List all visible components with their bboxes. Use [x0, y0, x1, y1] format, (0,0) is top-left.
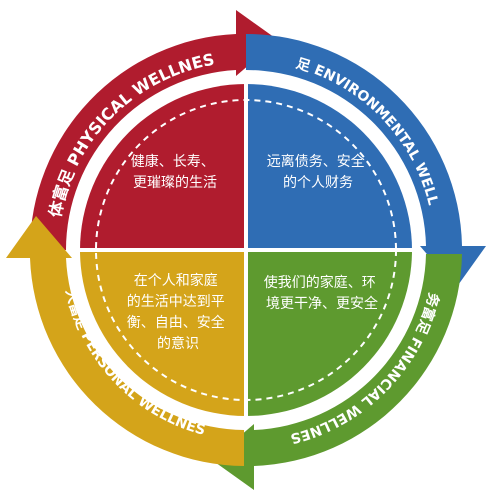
- quadrant-text-top-right: 远离债务、安全 的个人财务: [267, 153, 369, 191]
- quadrant-top-left: [80, 84, 246, 250]
- quadrant-text-bottom-left: 在个人和家庭 的生活中达到平 衡、自由、安全 的意识: [127, 272, 229, 352]
- quadrant-text-bottom-right: 使我们的家庭、环 境更干净、更安全: [264, 274, 380, 312]
- ring-personal-segment: [6, 216, 244, 466]
- ring-environmental-segment: [246, 33, 486, 288]
- dashed-inner-circle: [95, 99, 397, 401]
- quadrant-bottom-left: [80, 250, 246, 416]
- quadrant-bottom-right: [246, 250, 412, 416]
- quadrant-top-right: [246, 84, 412, 250]
- quadrant-text-top-left: 健康、长寿、 更璀璨的生活: [131, 153, 219, 191]
- ring-physical-segment: [29, 10, 278, 250]
- ring-financial-segment: [212, 254, 462, 490]
